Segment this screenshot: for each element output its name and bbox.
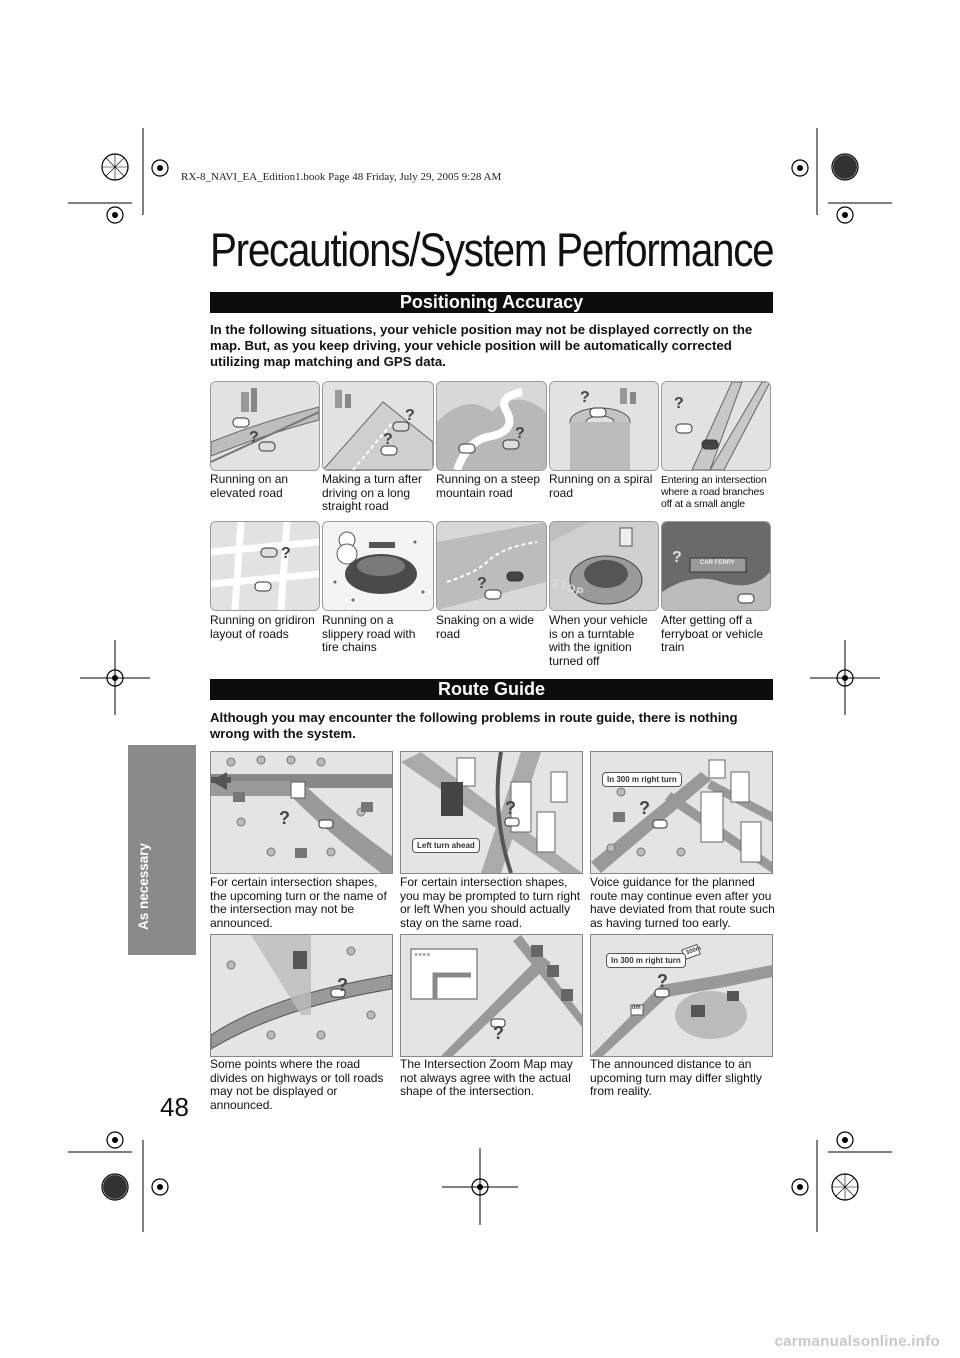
- svg-text:?: ?: [493, 1023, 504, 1043]
- svg-text:?: ?: [383, 431, 393, 448]
- callout-in-300m-2: In 300 m right turn: [606, 953, 686, 968]
- mountain-road-illustration: ?: [436, 381, 547, 471]
- svg-text:?: ?: [674, 395, 684, 412]
- elevated-road-illustration: ?: [210, 381, 320, 471]
- caption: After getting off a ferryboat or vehicle…: [661, 613, 764, 654]
- caption: Making a turn after driving on a long st…: [322, 472, 423, 513]
- svg-text:?: ?: [281, 545, 291, 562]
- svg-text:?: ?: [249, 429, 259, 446]
- page-number: 48: [160, 1092, 189, 1122]
- continued-guidance-illustration: ?: [590, 751, 773, 874]
- svg-text:?: ?: [405, 407, 415, 424]
- svg-text:?: ?: [505, 798, 516, 818]
- caption: Running on an elevated road: [210, 472, 289, 500]
- ferry-illustration: ?: [661, 521, 771, 611]
- caption: Snaking on a wide road: [436, 613, 535, 641]
- caption: When your vehicle is on a turntable with…: [549, 613, 648, 668]
- wrong-prompt-illustration: ?: [400, 751, 583, 874]
- positioning-intro: In the following situations, your vehicl…: [210, 322, 753, 369]
- side-tab: [128, 745, 196, 955]
- svg-text:?: ?: [515, 425, 525, 442]
- caption: The Intersection Zoom Map may not always…: [400, 1057, 573, 1098]
- route-guide-intro: Although you may encounter the following…: [210, 710, 738, 741]
- zoom-map-screen-text: ××××: [414, 952, 431, 959]
- svg-text:?: ?: [639, 798, 650, 818]
- book-header-line: RX-8_NAVI_EA_Edition1.book Page 48 Frida…: [181, 171, 502, 183]
- distance-differ-illustration: ?: [590, 934, 773, 1057]
- unannounced-turn-illustration: ?: [210, 751, 393, 874]
- turn-after-straight-road-illustration: ??: [322, 381, 434, 471]
- svg-text:?: ?: [477, 575, 487, 592]
- caption: Some points where the road divides on hi…: [210, 1057, 384, 1112]
- svg-text:?: ?: [672, 549, 682, 566]
- callout-in-300m: In 300 m right turn: [602, 772, 682, 787]
- caption: Voice guidance for the planned route may…: [590, 875, 775, 930]
- car-ferry-sign-text: CAR FERRY: [700, 560, 735, 566]
- turntable-illustration: [549, 521, 659, 611]
- page-title: Precautions/System Performance: [210, 223, 775, 276]
- caption: Entering an intersection where a road br…: [661, 474, 767, 510]
- caption: The announced distance to an upcoming tu…: [590, 1057, 762, 1098]
- caption: For certain intersection shapes, you may…: [400, 875, 581, 930]
- zoom-map-illustration: ?: [400, 934, 583, 1057]
- section-heading-route-guide: Route Guide: [210, 679, 773, 700]
- slippery-road-illustration: [322, 521, 434, 611]
- svg-text:?: ?: [657, 971, 668, 991]
- sign-0m: 0m: [632, 1005, 641, 1011]
- caption: For certain intersection shapes, the upc…: [210, 875, 387, 930]
- svg-text:?: ?: [279, 808, 290, 828]
- section-heading-positioning: Positioning Accuracy: [210, 292, 773, 313]
- caption: Running on a spiral road: [549, 472, 653, 500]
- svg-text:?: ?: [580, 389, 590, 406]
- small-angle-branch-illustration: ?: [661, 381, 771, 471]
- caption: Running on gridiron layout of roads: [210, 613, 315, 641]
- gridiron-roads-illustration: ?: [210, 521, 320, 611]
- spiral-road-illustration: ?: [549, 381, 659, 471]
- caption: Running on a slippery road with tire cha…: [322, 613, 416, 654]
- callout-left-turn: Left turn ahead: [412, 838, 480, 853]
- watermark: carmanualsonline.info: [774, 1333, 940, 1350]
- side-tab-label: As necessary: [136, 842, 151, 930]
- highway-divide-illustration: ?: [210, 934, 393, 1057]
- snaking-wide-road-illustration: ?: [436, 521, 547, 611]
- caption: Running on a steep mountain road: [436, 472, 541, 500]
- svg-text:?: ?: [337, 975, 348, 995]
